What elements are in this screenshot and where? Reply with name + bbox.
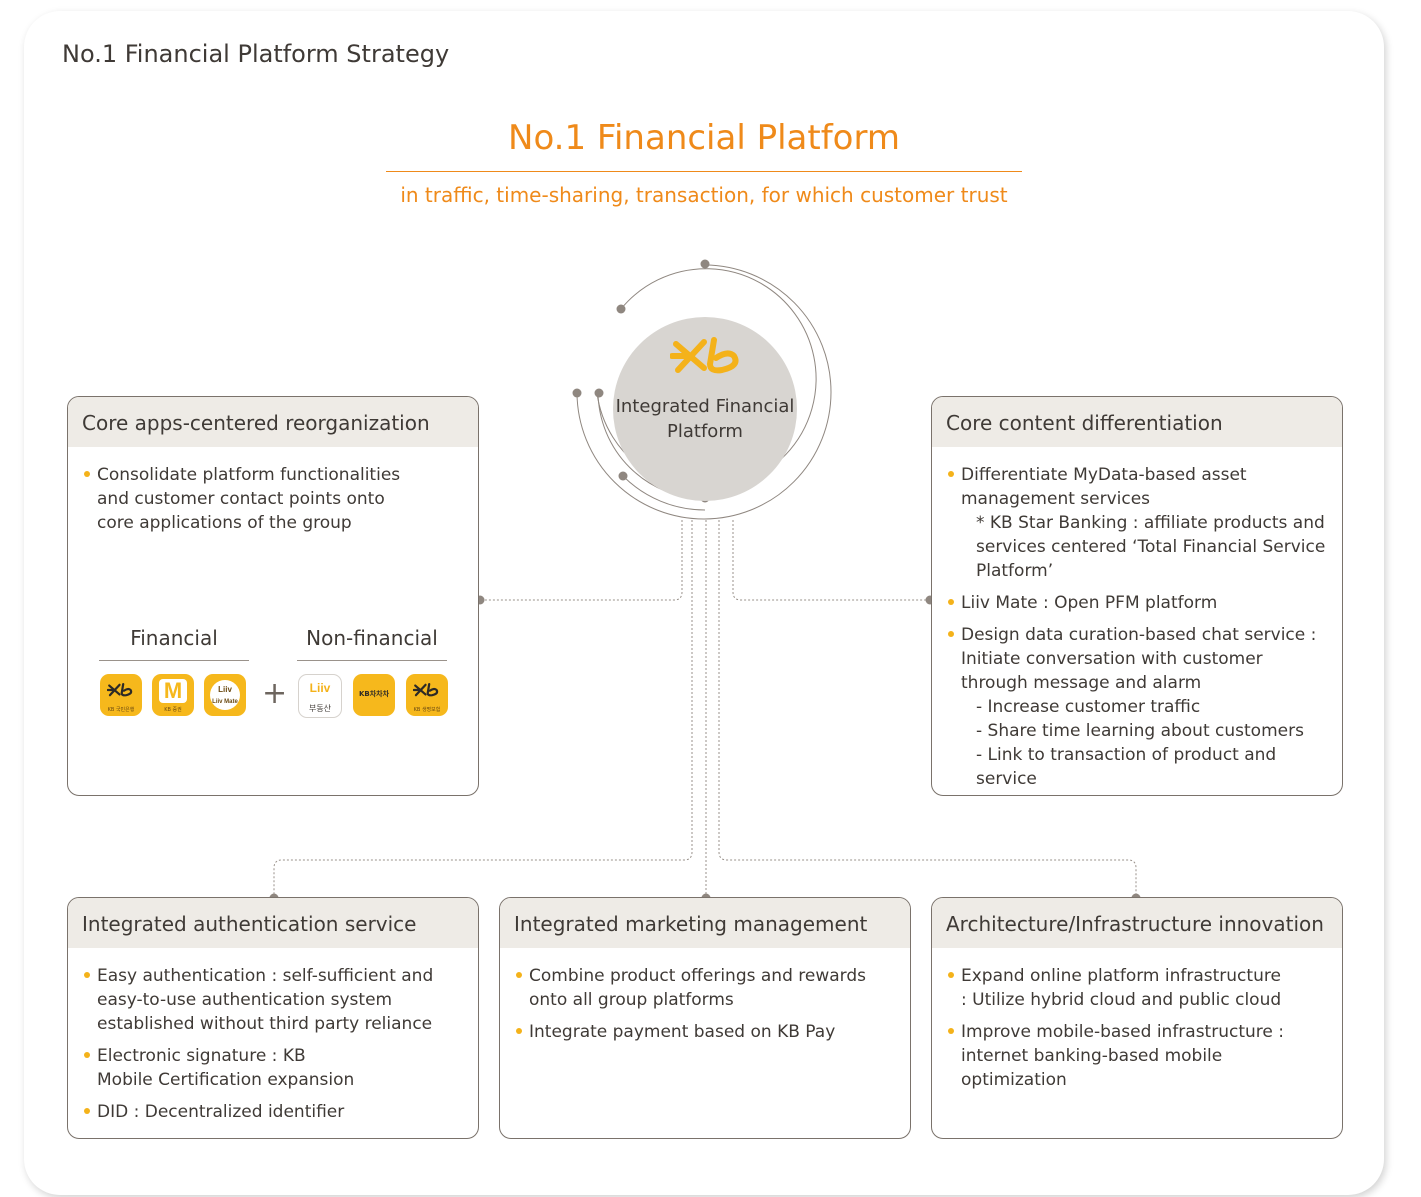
marketing-box: Integrated marketing management Combine … (499, 897, 911, 1139)
outer-ring (576, 264, 832, 520)
architecture-box: Architecture/Infrastructure innovation E… (931, 897, 1343, 1139)
non-financial-label: Non-financial (306, 626, 438, 650)
marketing-title: Integrated marketing management (500, 898, 910, 948)
app-label: KB 생명보험 (413, 707, 441, 713)
hub-label: Integrated Financial Platform (615, 396, 795, 442)
page-title: No.1 Financial Platform Strategy (62, 40, 450, 68)
liiv-real-estate-icon[interactable]: Liiv 부동산 (298, 674, 342, 718)
app-label: 부동산 (308, 704, 332, 713)
inner-arc (622, 475, 706, 511)
non-financial-rule (297, 660, 447, 661)
dash-item: - Increase customer traffic (976, 697, 1201, 717)
dash-item: - Link to transaction of product and ser… (976, 745, 1277, 789)
architecture-bullet-2: Improve mobile-based infrastructure : in… (946, 1020, 1328, 1092)
app-label: KB차차차 (358, 690, 390, 698)
financial-label: Financial (130, 626, 218, 650)
auth-bullet-2: Electronic signature : KB Mobile Certifi… (82, 1044, 464, 1092)
auth-title: Integrated authentication service (68, 898, 478, 948)
liiv-mate-text: Liiv Mate (212, 699, 238, 705)
auth-bullet-1: Easy authentication : self-sufficient an… (82, 964, 464, 1036)
core-apps-title: Core apps-centered reorganization (68, 397, 478, 447)
kb-securities-m-icon[interactable]: M KB 증권 (152, 674, 194, 716)
auth-box: Integrated authentication service Easy a… (67, 897, 479, 1139)
bullet-subnote: * KB Star Banking : affiliate products a… (976, 513, 1326, 581)
core-content-bullet-1: Differentiate MyData-based asset managem… (946, 463, 1328, 583)
hero-title: No.1 Financial Platform (508, 118, 900, 158)
architecture-title: Architecture/Infrastructure innovation (932, 898, 1342, 948)
marketing-bullet-2: Integrate payment based on KB Pay (514, 1020, 896, 1044)
connector-architecture (718, 520, 1137, 898)
core-content-bullet-2: Liiv Mate : Open PFM platform (946, 591, 1328, 615)
marketing-bullet-1: Combine product offerings and rewards on… (514, 964, 896, 1012)
core-content-title: Core content differentiation (932, 397, 1342, 447)
kb-life-insurance-icon[interactable]: KB 생명보험 (406, 674, 448, 716)
hub-circle (613, 317, 797, 501)
hero-divider (386, 171, 1022, 172)
core-content-box: Core content differentiation Differentia… (931, 396, 1343, 796)
kb-star-banking-icon[interactable]: KB 국민은행 (100, 674, 142, 716)
financial-rule (99, 660, 249, 661)
core-apps-bullet-1: Consolidate platform functionalities and… (82, 463, 464, 535)
kb-chachacha-icon[interactable]: KB차차차 (353, 674, 395, 716)
core-apps-box: Core apps-centered reorganization Consol… (67, 396, 479, 796)
bullet-text: Differentiate MyData-based asset managem… (961, 465, 1247, 509)
plus-sign: + (262, 676, 288, 711)
hero-subtitle: in traffic, time-sharing, transaction, f… (400, 183, 1008, 207)
connector-core-apps (480, 520, 683, 601)
bullet-text: Design data curation-based chat service … (961, 625, 1317, 693)
connector-auth (273, 520, 693, 898)
connector-core-content (732, 520, 930, 601)
dash-item: - Share time learning about customers (976, 721, 1304, 741)
auth-bullet-3: DID : Decentralized identifier (82, 1100, 464, 1124)
kb-logo-icon (670, 337, 739, 374)
architecture-bullet-1: Expand online platform infrastructure : … (946, 964, 1328, 1012)
core-content-bullet-3: Design data curation-based chat service … (946, 623, 1328, 791)
app-label: KB 국민은행 (107, 707, 135, 713)
app-label: KB 증권 (164, 707, 182, 713)
